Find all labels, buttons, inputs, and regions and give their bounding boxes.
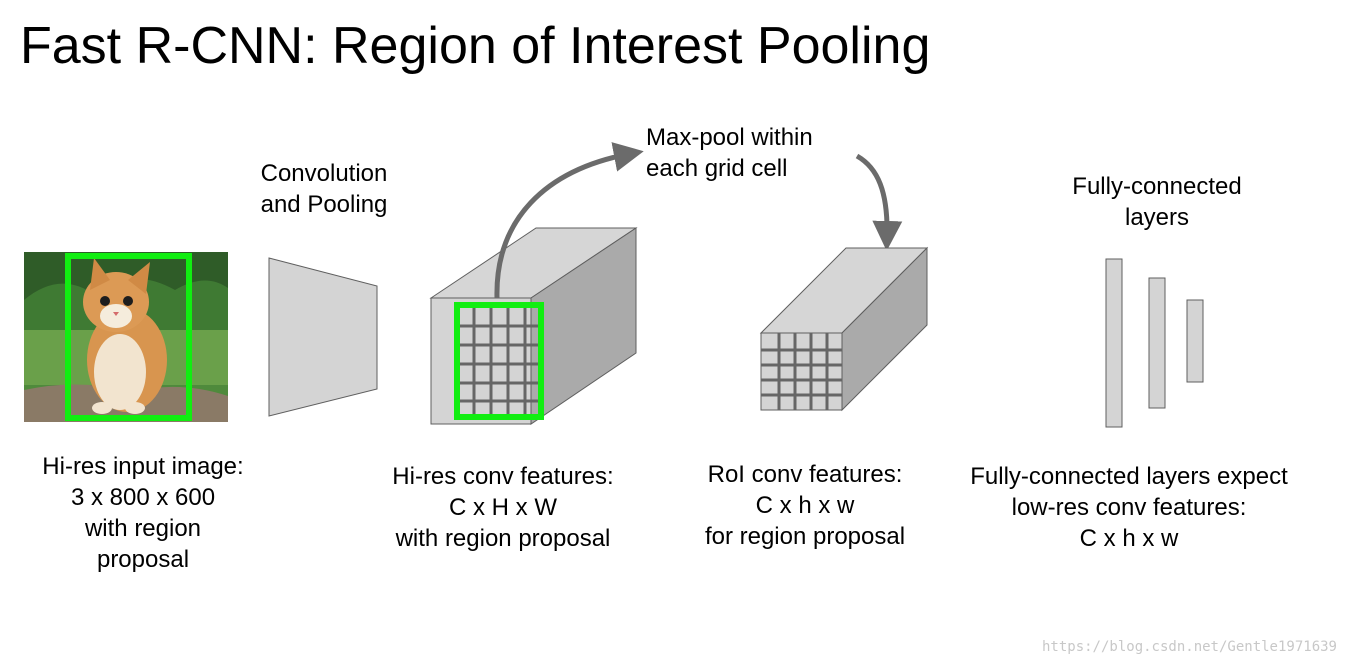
- maxpool-arrow-down: [855, 153, 903, 251]
- hires-grid: [457, 305, 541, 417]
- fc-layers-line-1: Fully-connected: [1072, 173, 1242, 200]
- fc-expect-line-1: Fully-connected layers expect: [970, 463, 1288, 490]
- conv-pooling-line-2: and Pooling: [260, 191, 388, 218]
- fc-expect-line-2: low-res conv features:: [1011, 494, 1247, 521]
- roi-features-line-3: for region proposal: [704, 523, 906, 550]
- region-proposal-box: [65, 253, 192, 421]
- fc-layer-bar-3: [1186, 299, 1204, 383]
- fc-layers-label: Fully-connected layers: [1057, 171, 1257, 233]
- input-caption-line-4: proposal: [96, 546, 190, 573]
- maxpool-line-1: Max-pool within: [646, 124, 813, 151]
- kitten-figure: [83, 258, 167, 414]
- hires-features-line-3: with region proposal: [395, 525, 611, 552]
- input-caption-line-1: Hi-res input image:: [42, 453, 244, 480]
- roi-grid: [761, 333, 842, 410]
- fc-expect-caption: Fully-connected layers expect low-res co…: [944, 461, 1314, 554]
- fc-layers-line-2: layers: [1124, 204, 1190, 231]
- hires-feature-box: [429, 227, 638, 425]
- fc-layer-bar-1: [1105, 258, 1123, 428]
- hires-features-caption: Hi-res conv features: C x H x W with reg…: [373, 461, 633, 554]
- maxpool-line-2: each grid cell: [646, 155, 788, 182]
- conv-pooling-trapezoid: [268, 257, 378, 417]
- conv-pooling-label: Convolution and Pooling: [244, 158, 404, 220]
- roi-features-caption: RoI conv features: C x h x w for region …: [680, 459, 930, 552]
- hires-features-line-1: Hi-res conv features:: [392, 463, 614, 490]
- input-caption: Hi-res input image: 3 x 800 x 600 with r…: [23, 451, 263, 575]
- input-caption-line-3: with region: [84, 515, 202, 542]
- conv-pooling-line-1: Convolution: [260, 160, 388, 187]
- roi-feature-box: [759, 246, 929, 412]
- fc-expect-line-3: C x h x w: [1079, 525, 1179, 552]
- watermark-text: https://blog.csdn.net/Gentle1971639: [1041, 639, 1337, 655]
- roi-features-line-2: C x h x w: [755, 492, 855, 519]
- hires-features-line-2: C x H x W: [449, 494, 557, 521]
- input-image: [24, 252, 228, 422]
- roi-features-line-1: RoI conv features:: [707, 461, 903, 488]
- fc-layer-bar-2: [1148, 277, 1166, 409]
- hires-region-box: [454, 302, 544, 420]
- maxpool-arrow-up: [494, 142, 644, 299]
- maxpool-label: Max-pool within each grid cell: [646, 122, 813, 184]
- input-caption-line-2: 3 x 800 x 600: [70, 484, 216, 511]
- page-title: Fast R-CNN: Region of Interest Pooling: [20, 17, 931, 75]
